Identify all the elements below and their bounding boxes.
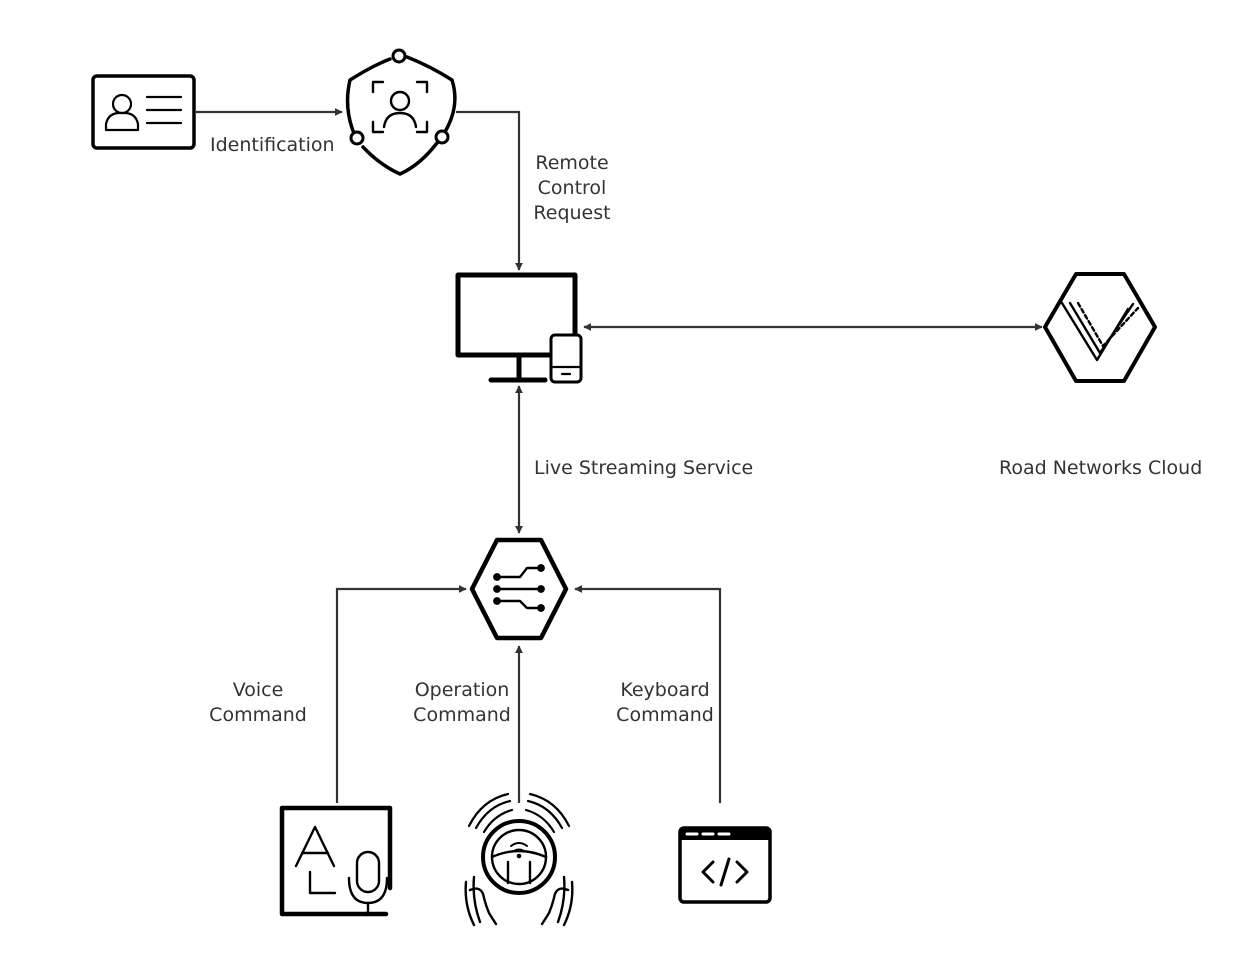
- circuit-hexagon-icon: [469, 537, 569, 641]
- edge-voice-command: [335, 585, 467, 803]
- live-streaming-service-label: Live Streaming Service: [534, 457, 754, 479]
- keyboard-command-line-2: Command: [616, 704, 714, 726]
- voice-command-line-1: Voice: [232, 679, 284, 701]
- keyboard-command-label: Keyboard Command: [605, 678, 725, 728]
- monitor-phone-icon: [455, 272, 583, 384]
- operation-command-line-1: Operation: [414, 679, 510, 701]
- remote-control-request-line-3: Request: [533, 202, 611, 224]
- face-scan-shield-icon: [345, 48, 457, 176]
- operation-command-line-2: Command: [413, 704, 511, 726]
- remote-control-request-label: Remote Control Request: [520, 151, 624, 226]
- identification-label: Identification: [210, 134, 335, 156]
- edge-keyboard-command: [574, 585, 722, 803]
- voice-command-line-2: Command: [209, 704, 307, 726]
- voice-command-label: Voice Command: [198, 678, 318, 728]
- code-window-icon: [678, 826, 772, 904]
- voice-text-mic-icon: [279, 805, 393, 917]
- edge-remote-control-request: [456, 110, 523, 271]
- id-card-icon: [91, 74, 196, 150]
- cloud-logo-hexagon-icon: [1043, 272, 1157, 383]
- steering-wheel-hands-icon: [464, 792, 574, 927]
- remote-control-request-line-1: Remote: [535, 152, 609, 174]
- remote-control-request-line-2: Control: [537, 177, 607, 199]
- road-networks-cloud-label: Road Networks Cloud: [999, 457, 1203, 479]
- operation-command-label: Operation Command: [402, 678, 522, 728]
- keyboard-command-line-1: Keyboard: [620, 679, 710, 701]
